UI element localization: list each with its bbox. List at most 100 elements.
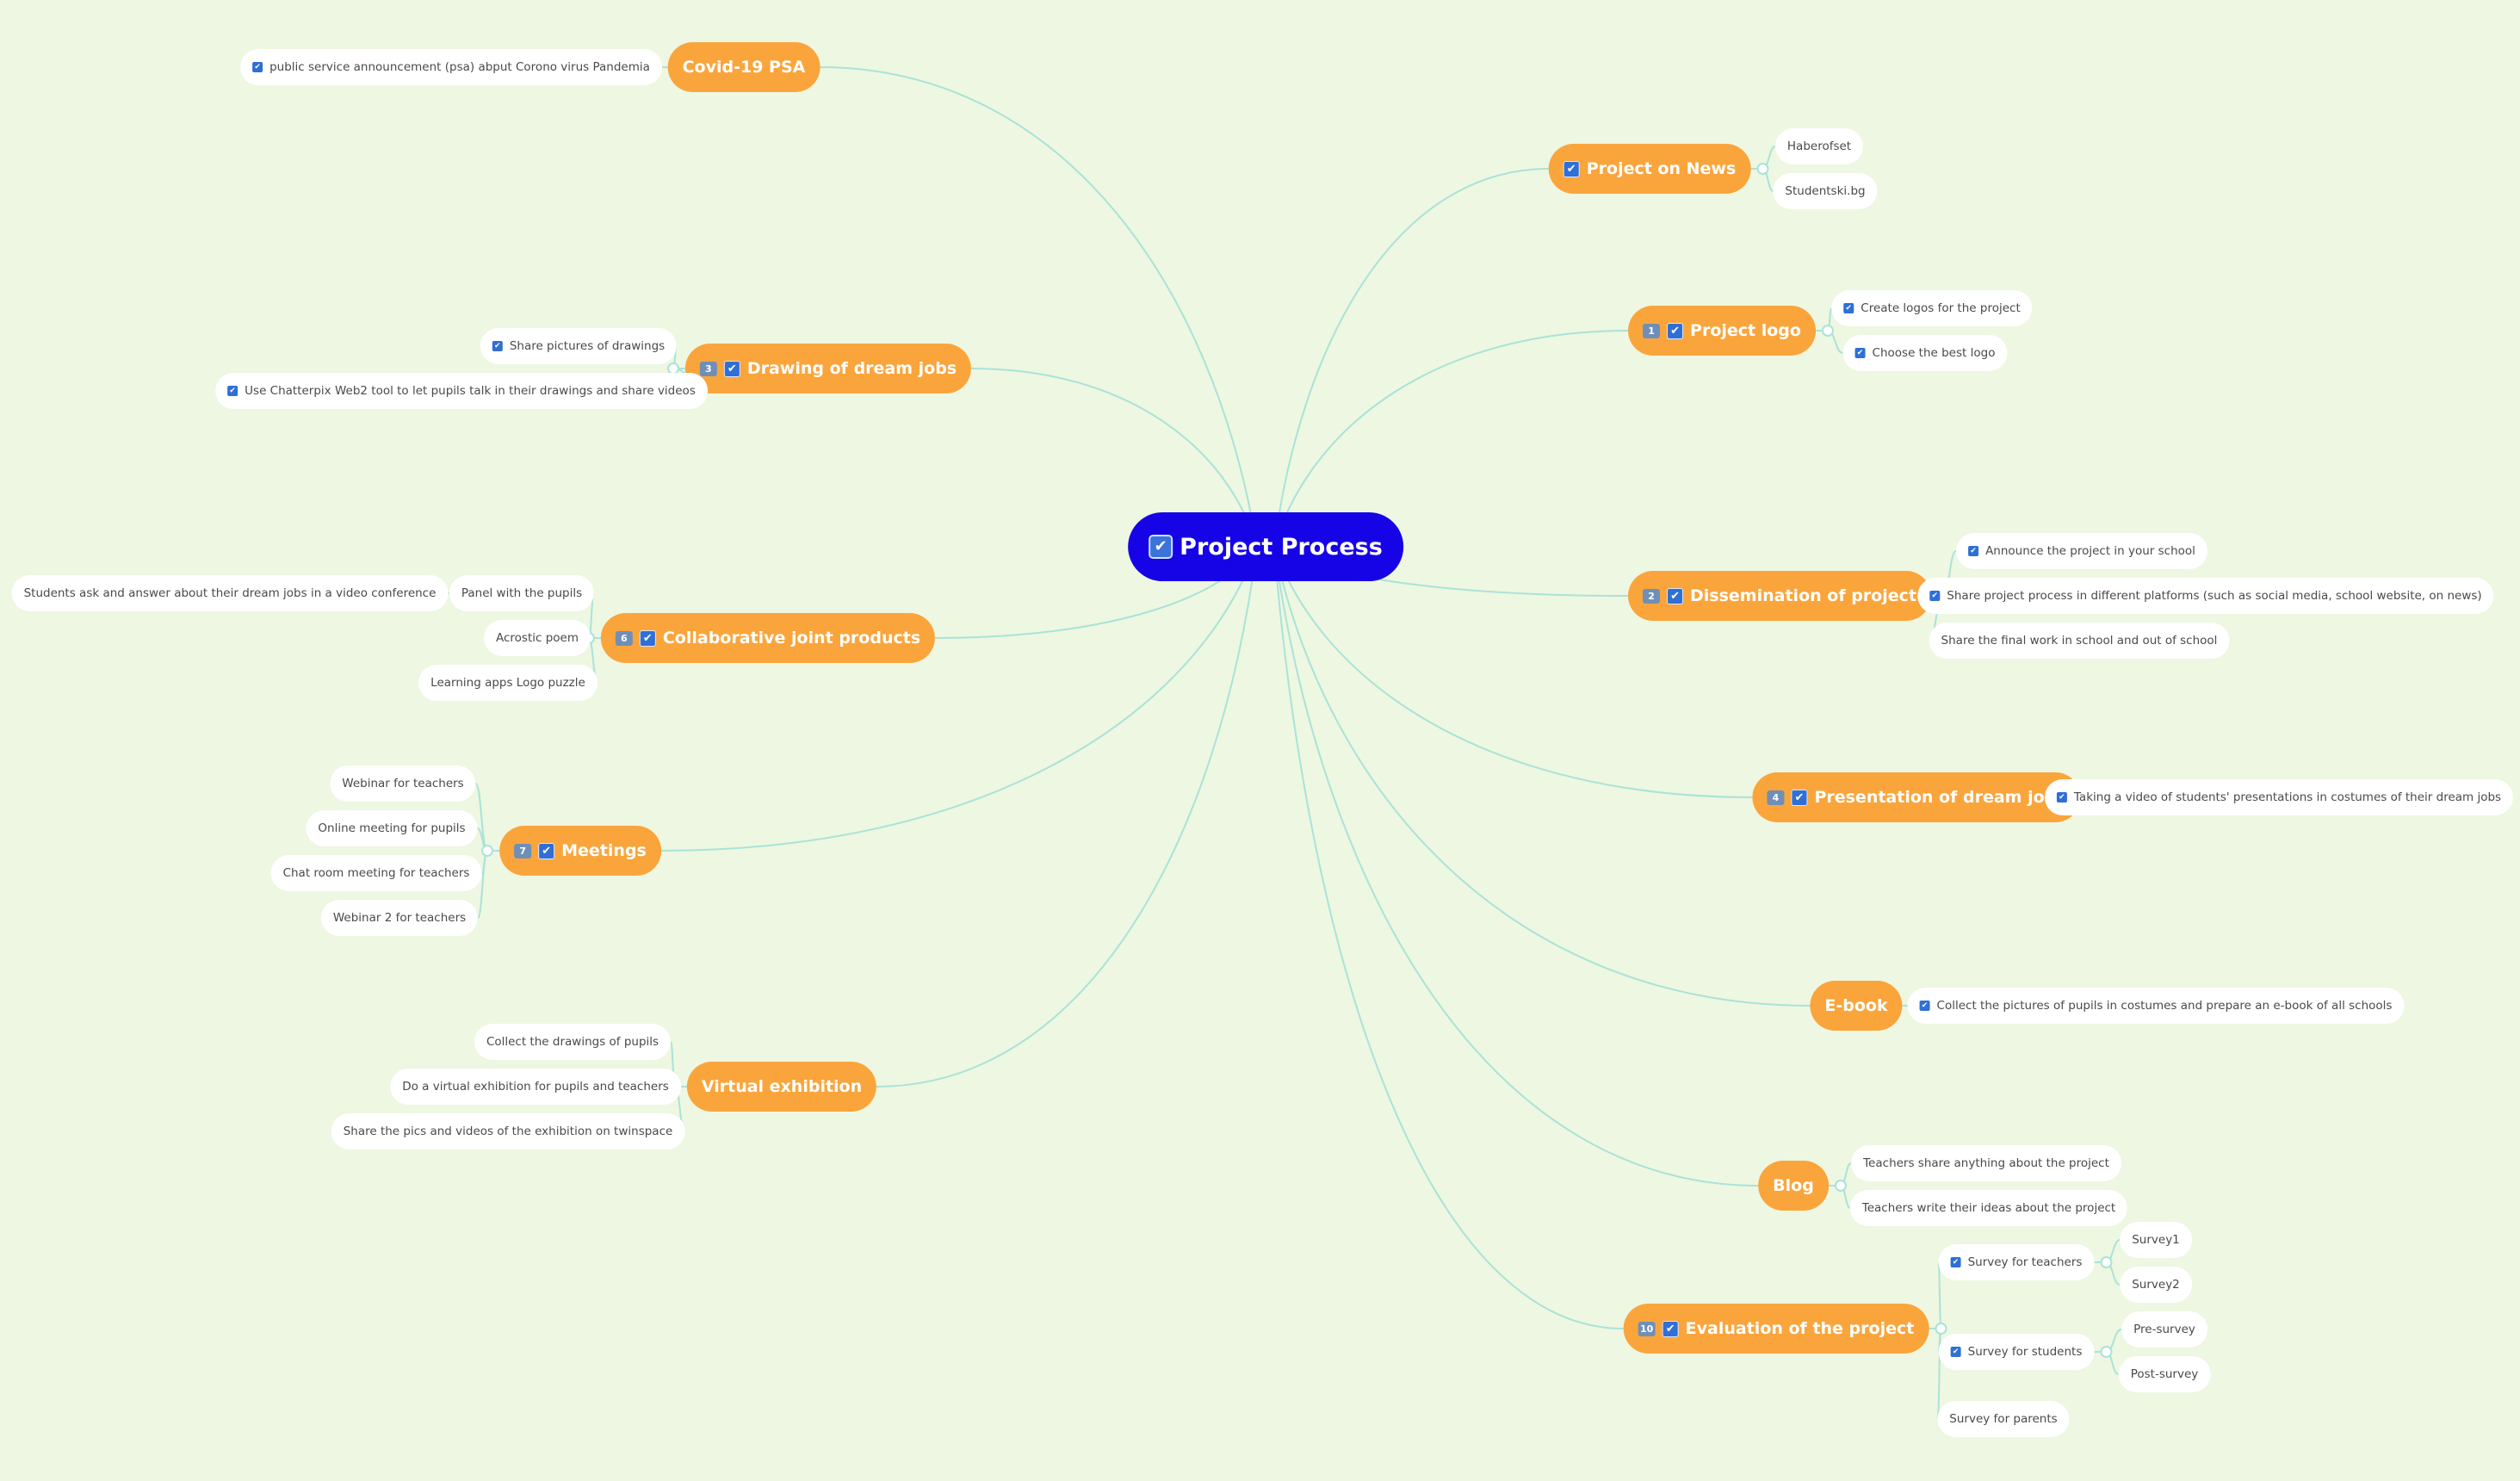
leaf-haberofset-label: Haberofset [1786,139,1852,153]
topic-blog[interactable]: Blog [1758,1161,1829,1211]
leaf-survey2[interactable]: Survey2 [2120,1267,2192,1303]
leaf-webinar-2-for-teachers[interactable]: Webinar 2 for teachers [320,900,479,936]
topic-drawing-label: Drawing of dream jobs [746,359,957,378]
leaf-use-chatterpix-web2-tool-to-let-pupils-t-label: Use Chatterpix Web2 tool to let pupils t… [245,384,696,398]
leaf-use-chatterpix-web2-tool-to-let-pupils-t[interactable]: ✔ Use Chatterpix Web2 tool to let pupils … [215,373,708,409]
checkbox-icon[interactable]: ✔ [1662,1320,1679,1337]
leaf-collect-the-drawings-of-pupils[interactable]: Collect the drawings of pupils [474,1024,672,1060]
connector-line [876,546,1258,1088]
collapse-handle[interactable] [1756,163,1769,175]
leaf-collect-the-pictures-of-pupils-in-costum-label: Collect the pictures of pupils in costum… [1936,999,2393,1013]
topic-evaluation[interactable]: 10✔Evaluation of the project [1623,1304,1929,1354]
checkbox-icon[interactable]: ✔ [1919,1001,1930,1011]
leaf-survey-for-parents[interactable]: Survey for parents [1937,1401,2070,1437]
number-badge-icon: 1 [1643,323,1661,338]
connector-line [1273,546,1811,1007]
leaf-teachers-write-their-ideas-about-the-pro-label: Teachers write their ideas about the pro… [1861,1201,2116,1215]
topic-collab[interactable]: 6✔Collaborative joint products [600,613,936,663]
center-node-project-process[interactable]: ✔Project Process [1128,512,1403,581]
number-badge-icon: 3 [699,361,717,376]
topic-logo[interactable]: 1✔Project logo [1628,306,1816,356]
checkbox-icon[interactable]: ✔ [1667,587,1684,604]
leaf-panel-with-the-pupils[interactable]: Panel with the pupils [449,575,595,611]
leaf-pre-survey[interactable]: Pre-survey [2121,1311,2207,1348]
leaf-pre-survey-label: Pre-survey [2133,1323,2195,1336]
leaf-survey1[interactable]: Survey1 [2120,1222,2192,1258]
leaf-announce-the-project-in-your-school[interactable]: ✔Announce the project in your school [1956,533,2207,569]
connector-line [1273,168,1549,548]
connector-line [1273,546,1759,1187]
leaf-post-survey[interactable]: Post-survey [2118,1356,2211,1392]
checkbox-icon[interactable]: ✔ [1950,1347,1961,1357]
leaf-share-project-process-in-different-platf[interactable]: ✔Share project process in different plat… [1917,578,2494,614]
leaf-teachers-share-anything-about-the-projec-label: Teachers share anything about the projec… [1863,1156,2109,1170]
leaf-webinar-for-teachers[interactable]: Webinar for teachers [330,765,476,802]
topic-ebook[interactable]: E-book [1810,981,1903,1031]
checkbox-icon[interactable]: ✔ [1563,160,1580,177]
connector-line [970,368,1258,548]
leaf-students-ask-and-answer-about-their-drea[interactable]: Students ask and answer about their drea… [11,575,449,611]
collapse-handle[interactable] [481,845,493,857]
collapse-handle[interactable] [2100,1346,2113,1358]
checkbox-icon[interactable]: ✔ [1791,789,1808,806]
topic-dissemination[interactable]: 2✔Dissemination of project [1628,571,1931,621]
leaf-public-service-announcement-psa-abput-co[interactable]: ✔ public service announcement (psa) abput… [240,49,662,85]
topic-drawing[interactable]: 3 ✔ Drawing of dream jobs [684,344,972,393]
checkbox-icon[interactable]: ✔ [1929,591,1941,601]
leaf-acrostic-poem[interactable]: Acrostic poem [483,620,591,656]
topic-presentation[interactable]: 4✔Presentation of dream jobs [1752,772,2081,822]
leaf-acrostic-poem-label: Acrostic poem [495,631,579,645]
leaf-choose-the-best-logo[interactable]: ✔Choose the best logo [1842,335,2008,371]
checkbox-icon[interactable]: ✔ [1950,1257,1961,1267]
leaf-survey-for-students[interactable]: ✔Survey for students [1938,1334,2095,1370]
checkbox-icon[interactable]: ✔ [1854,348,1866,358]
leaf-collect-the-pictures-of-pupils-in-costum[interactable]: ✔ Collect the pictures of pupils in costu… [1907,988,2405,1024]
leaf-online-meeting-for-pupils[interactable]: Online meeting for pupils [306,810,478,846]
leaf-share-the-final-work-in-school-and-out-o[interactable]: Share the final work in school and out o… [1929,623,2230,659]
number-badge-icon: 2 [1643,588,1661,604]
checkbox-icon[interactable]: ✔ [723,360,740,377]
leaf-chat-room-meeting-for-teachers[interactable]: Chat room meeting for teachers [270,855,482,891]
number-badge-icon: 4 [1767,790,1785,805]
checkbox-icon[interactable]: ✔ [538,842,555,859]
checkbox-icon[interactable]: ✔ [1149,535,1173,559]
leaf-taking-a-video-of-students-presentations[interactable]: ✔Taking a video of students' presentatio… [2044,779,2514,815]
checkbox-icon[interactable]: ✔ [1667,322,1684,339]
leaf-share-the-pics-and-videos-of-the-exhibit[interactable]: Share the pics and videos of the exhibit… [331,1113,685,1149]
leaf-studentski-bg-label: Studentski.bg [1785,184,1866,198]
collapse-handle[interactable] [2100,1256,2113,1268]
collapse-handle[interactable] [1935,1323,1947,1335]
collapse-handle[interactable] [1835,1180,1847,1192]
checkbox-icon[interactable]: ✔ [1968,546,1979,556]
leaf-studentski-bg[interactable]: Studentski.bg [1773,173,1878,209]
checkbox-icon[interactable]: ✔ [1843,303,1854,313]
topic-covid-label: Covid-19 PSA [682,58,806,77]
leaf-learning-apps-logo-puzzle[interactable]: Learning apps Logo puzzle [418,665,597,701]
leaf-survey-for-teachers[interactable]: ✔ Survey for teachers [1938,1244,2095,1280]
collapse-handle[interactable] [1822,325,1834,337]
checkbox-icon[interactable]: ✔ [639,629,656,647]
leaf-survey1-label: Survey1 [2132,1233,2180,1247]
leaf-teachers-write-their-ideas-about-the-pro[interactable]: Teachers write their ideas about the pro… [1849,1190,2128,1226]
topic-covid[interactable]: Covid-19 PSA [667,42,820,92]
topic-news[interactable]: ✔Project on News [1548,144,1751,194]
leaf-learning-apps-logo-puzzle-label: Learning apps Logo puzzle [430,676,585,690]
checkbox-icon[interactable]: ✔ [227,386,238,396]
leaf-do-a-virtual-exhibition-for-pupils-and-t-label: Do a virtual exhibition for pupils and t… [402,1080,669,1094]
checkbox-icon[interactable]: ✔ [252,62,263,72]
leaf-share-pictures-of-drawings[interactable]: ✔Share pictures of drawings [480,328,678,364]
leaf-public-service-announcement-psa-abput-co-label: public service announcement (psa) abput … [269,60,650,74]
topic-meetings[interactable]: 7✔Meetings [499,826,661,876]
leaf-teachers-share-anything-about-the-projec[interactable]: Teachers share anything about the projec… [1851,1145,2121,1181]
leaf-create-logos-for-the-project[interactable]: ✔ Create logos for the project [1831,290,2033,326]
checkbox-icon[interactable]: ✔ [492,341,503,351]
leaf-survey-for-teachers-label: Survey for teachers [1967,1255,2083,1269]
leaf-haberofset[interactable]: Haberofset [1774,128,1864,164]
leaf-share-the-pics-and-videos-of-the-exhibit-label: Share the pics and videos of the exhibit… [343,1125,673,1138]
topic-exhibition-label: Virtual exhibition [701,1077,863,1096]
leaf-create-logos-for-the-project-label: Create logos for the project [1861,301,2021,315]
checkbox-icon[interactable]: ✔ [2056,792,2067,802]
leaf-do-a-virtual-exhibition-for-pupils-and-t[interactable]: Do a virtual exhibition for pupils and t… [390,1069,681,1105]
topic-exhibition[interactable]: Virtual exhibition [686,1062,877,1112]
